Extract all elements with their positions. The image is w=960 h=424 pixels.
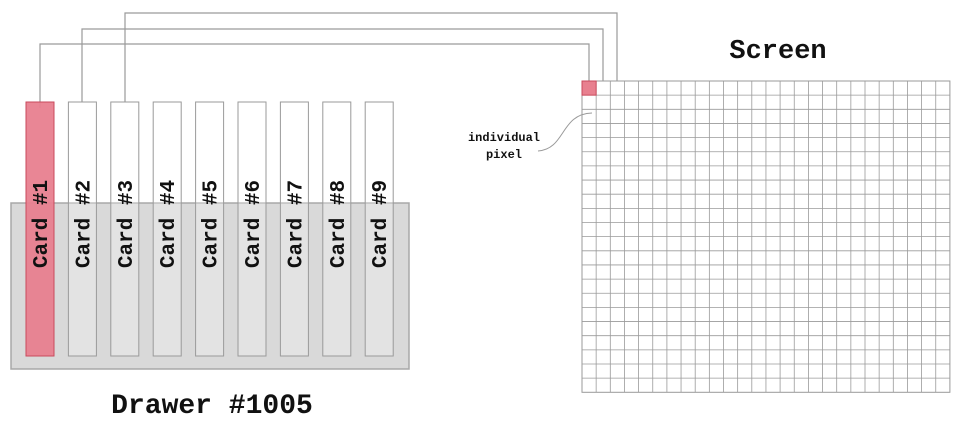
card-7: Card #7 (279, 101, 309, 357)
card-3-label: Card #3 (116, 180, 139, 268)
drawer-body (10, 202, 410, 370)
card-2-body (67, 101, 97, 357)
card-to-pixel-connectors (39, 12, 618, 108)
card-9: Card #9 (364, 101, 394, 357)
card-8: Card #8 (322, 101, 352, 357)
annotation-pointer (537, 112, 593, 152)
card-1-body (25, 101, 55, 357)
card-row: Card #1 Card #2 Card #3 Card #4 Card #5 Card … (25, 101, 394, 357)
screen-title: Screen (729, 37, 826, 67)
card-8-body (322, 101, 352, 357)
drawer (10, 202, 410, 370)
card-9-label: Card #9 (370, 180, 393, 268)
highlighted-pixel (581, 80, 597, 96)
connector-card-2 (81, 28, 604, 102)
card-5-label: Card #5 (201, 180, 224, 268)
card-7-label: Card #7 (285, 180, 308, 268)
card-2-label: Card #2 (73, 180, 96, 268)
screen-pixel-grid (581, 80, 951, 393)
card-2: Card #2 (67, 101, 97, 357)
card-5: Card #5 (195, 101, 225, 357)
card-5-body (195, 101, 225, 357)
card-9-body (364, 101, 394, 357)
annotation-line-2: pixel (486, 148, 522, 162)
card-1-label: Card #1 (31, 180, 54, 268)
card-6-body (237, 101, 267, 357)
connector-card-1 (39, 43, 590, 108)
card-3: Card #3 (110, 101, 140, 357)
card-3-body (110, 101, 140, 357)
card-6-label: Card #6 (243, 180, 266, 268)
connector-card-3 (124, 12, 618, 102)
card-6: Card #6 (237, 101, 267, 357)
card-4-label: Card #4 (158, 180, 181, 268)
annotation-line-1: individual (468, 131, 540, 145)
drawer-label: Drawer #1005 (111, 391, 313, 422)
card-7-body (279, 101, 309, 357)
card-1: Card #1 (25, 101, 55, 357)
card-4-body (152, 101, 182, 357)
card-4: Card #4 (152, 101, 182, 357)
card-8-label: Card #8 (328, 180, 351, 268)
grid-lines (582, 81, 950, 393)
